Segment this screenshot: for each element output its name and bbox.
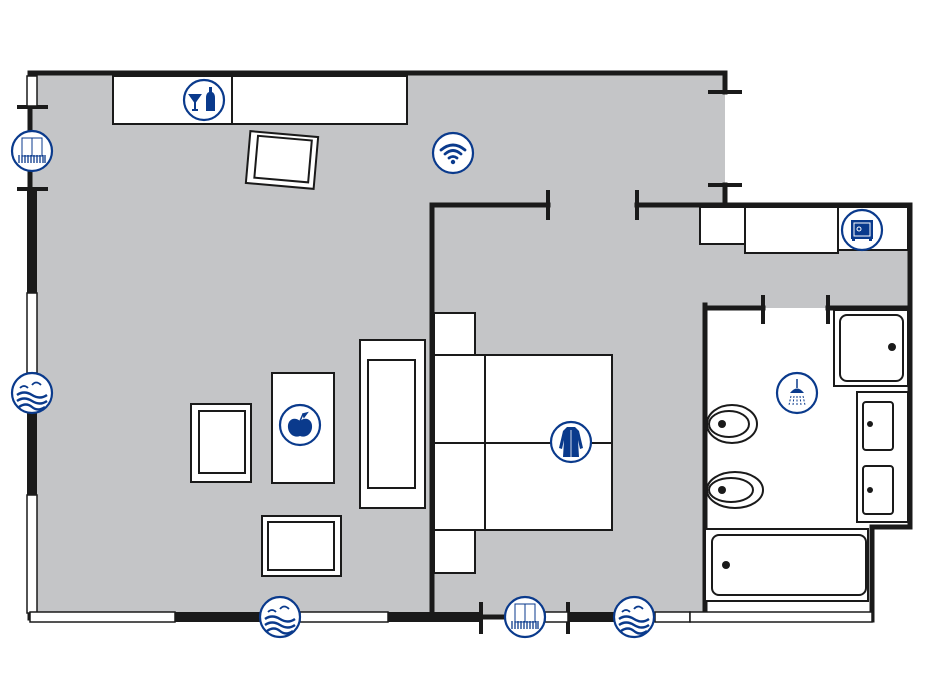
minibar-icon (182, 78, 226, 122)
bathrobe-icon (549, 420, 593, 464)
toilet (706, 404, 758, 444)
window-bottom-left (29, 611, 176, 623)
minibar-counter (112, 75, 408, 125)
wardrobe-small (699, 206, 746, 245)
sea-view-icon (10, 371, 54, 415)
window-left-bottom (26, 494, 38, 614)
radiator-icon (503, 595, 547, 639)
bidet (706, 471, 764, 509)
outside-top-right (726, 60, 932, 205)
sea-view-icon (612, 595, 656, 639)
radiator-icon (10, 129, 54, 173)
fruit-basket-icon (278, 403, 322, 447)
windows (26, 75, 873, 623)
armchair-rotated (244, 130, 320, 190)
nightstand-bottom (433, 529, 476, 574)
safe-icon (840, 208, 884, 252)
sea-view-icon (258, 595, 302, 639)
furniture (112, 75, 909, 602)
window-left-lower (26, 292, 38, 374)
washbasin-2 (862, 465, 894, 515)
window-bottom-right (654, 611, 691, 623)
wardrobe (744, 206, 839, 254)
nightstand-top (433, 312, 476, 356)
washbasin-1 (862, 401, 894, 451)
shower-icon (775, 371, 819, 415)
wifi-icon (431, 131, 475, 175)
window-left-top (26, 75, 38, 107)
window-bottom-bedroom (544, 611, 569, 623)
window-bottom-center (299, 611, 389, 623)
